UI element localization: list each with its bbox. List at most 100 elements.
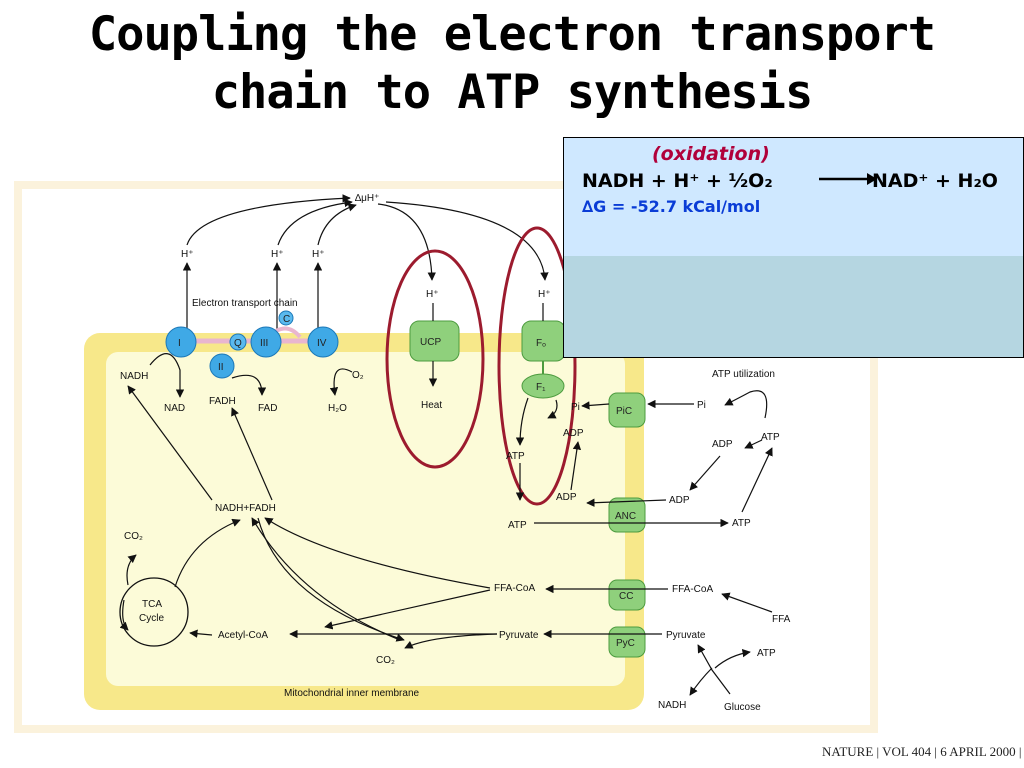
arrow-h1-dmu [186, 194, 351, 246]
acetylcoa-label: Acetyl-CoA [218, 630, 268, 641]
arrow-atp-adp [744, 439, 763, 449]
ffacoa-in-label: FFA-CoA [494, 583, 535, 594]
hplus-label-1: H⁺ [181, 249, 194, 260]
complex-ii [209, 353, 235, 379]
complex-iv [307, 326, 339, 358]
adp-anc-in-label: ADP [556, 492, 577, 503]
arrow-h4-dmu [317, 203, 357, 246]
atp-glucose-label: ATP [757, 648, 776, 659]
arrow-glucose-pyruvate [697, 644, 731, 695]
arrow-tca-arc [119, 599, 129, 631]
arrow-glucose-atp [714, 648, 751, 669]
complex-i [165, 326, 197, 358]
equation-products: NAD⁺ + H₂O [872, 170, 998, 192]
hplus-label-ucp: H⁺ [426, 289, 439, 300]
tca-label: TCA [142, 599, 162, 610]
arrow-acetyl-tca [189, 629, 213, 638]
arrow-fadh-fad [231, 374, 267, 396]
pic-label: PiC [616, 406, 632, 417]
arrow-ffacoa-left [257, 517, 405, 642]
complex-iv-label: IV [317, 338, 327, 349]
cytochrome-c [278, 310, 294, 326]
complex-ii-label: II [218, 362, 224, 373]
delta-mu-label: ∆μH⁺ [355, 193, 379, 204]
title-line-2: chain to ATP synthesis [211, 65, 814, 120]
cycle-label: Cycle [139, 613, 164, 624]
arrow-dmu-fo [385, 201, 549, 281]
arrow-glucose-nadh [689, 667, 713, 696]
h2o-label: H₂O [328, 403, 347, 414]
pic-transporter [608, 392, 646, 428]
nadh-fadh-label: NADH+FADH [215, 503, 276, 514]
arrow-h3-dmu [277, 198, 353, 246]
arrow-adp-anc [586, 498, 667, 507]
co2-label-top: CO₂ [124, 531, 143, 542]
coenzyme-q-label: Q [234, 338, 242, 349]
cytochrome-c-label: C [283, 314, 290, 325]
equation-reactants: NADH + H⁺ + ½O₂ [582, 170, 773, 192]
ucp-label: UCP [420, 337, 441, 348]
arrow-o2-h2o [329, 368, 353, 396]
arrow-ffacoa-acetyl [324, 589, 491, 630]
slide-title: Coupling the electron transport chain to… [0, 6, 1024, 122]
fad-label: FAD [258, 403, 277, 414]
hplus-label-fo: H⁺ [538, 289, 551, 300]
highlight-ring-ucp [385, 249, 485, 469]
arrow-nadhfadh-fadh [231, 407, 273, 501]
arrow-f1-cycle [547, 399, 558, 419]
o2-label: O₂ [352, 370, 364, 381]
arrow-ffacoa-nadhfadh [264, 517, 491, 589]
pyruvate-out-label: Pyruvate [666, 630, 706, 641]
ffacoa-out-label: FFA-CoA [672, 584, 713, 595]
atp-anc-out-label: ATP [732, 518, 751, 529]
nadh-label: NADH [120, 371, 148, 382]
glucose-label: Glucose [724, 702, 761, 713]
atp-in-label: ATP [506, 451, 525, 462]
source-credit: NATURE | VOL 404 | 6 APRIL 2000 | [822, 744, 1022, 759]
arrow-ffa-ffacoa [721, 592, 773, 613]
equation-arrow [819, 173, 877, 185]
nad-label: NAD [164, 403, 185, 414]
cc-transporter [608, 579, 646, 611]
pyc-label: PyC [616, 638, 635, 649]
arrow-dmu-ucp [377, 203, 436, 281]
arrow-adp-up [570, 441, 582, 491]
ffa-label: FFA [772, 614, 791, 625]
adp-in-label: ADP [563, 428, 584, 439]
nadh-glucose-label: NADH [658, 700, 686, 711]
complex-i-label: I [178, 338, 181, 349]
arrow-nadh-i [149, 353, 185, 398]
pyruvate-in-label: Pyruvate [499, 630, 539, 641]
arrow-pyruvate-co2 [404, 633, 498, 649]
arrow-atp-util-loop [724, 390, 768, 419]
arrow-nadhfadh-nadh [127, 385, 213, 501]
hplus-label-2: H⁺ [271, 249, 284, 260]
coenzyme-q [229, 333, 247, 351]
co2-label-bottom: CO₂ [376, 655, 395, 666]
fadh-label: FADH [209, 396, 236, 407]
equation-box-upper [564, 138, 1023, 256]
etc-label: Electron transport chain [192, 298, 298, 309]
complex-iii [250, 326, 282, 358]
oxidation-equation-box: (oxidation) NADH + H⁺ + ½O₂ NAD⁺ + H₂O ∆… [563, 137, 1024, 358]
atp-out-label-top: ATP [761, 432, 780, 443]
tca-cycle [119, 577, 189, 647]
adp-anc-out-label: ADP [669, 495, 690, 506]
atp-anc-in-label: ATP [508, 520, 527, 531]
hplus-label-3: H⁺ [312, 249, 325, 260]
arrow-adp-adp [689, 455, 721, 491]
arrow-pic-pi [581, 401, 610, 410]
ucp-transporter [409, 320, 460, 362]
cc-label: CC [619, 591, 633, 602]
highlight-ring-atpsynthase [497, 226, 577, 506]
adp-out-label: ADP [712, 439, 733, 450]
arrow-atp-atp [741, 447, 773, 513]
arrow-tca-co2 [126, 554, 137, 586]
anc-label: ANC [615, 511, 636, 522]
atp-utilization-label: ATP utilization [712, 369, 775, 380]
arrow-f1-atp [515, 397, 529, 446]
arrow-tca-nadhfadh [174, 518, 241, 588]
pi-out-label: Pi [697, 400, 706, 411]
matrix [106, 352, 625, 686]
